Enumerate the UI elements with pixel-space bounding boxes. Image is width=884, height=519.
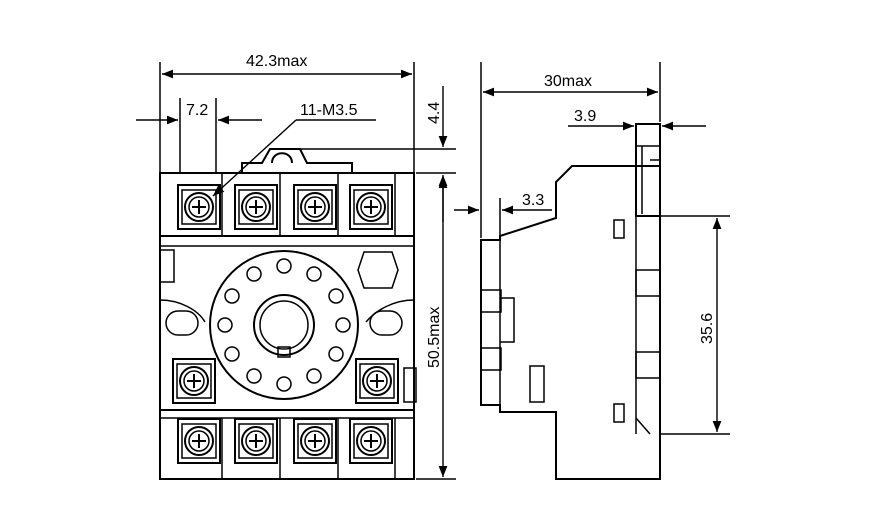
side-dimensions: 30max 3.9 3.3 35.6 <box>454 62 730 435</box>
front-view <box>159 148 417 480</box>
dim-front-width: 42.3max <box>246 53 307 70</box>
dim-terminal-pitch: 7.2 <box>186 102 208 119</box>
dim-rail-spacing: 35.6 <box>699 313 716 344</box>
dim-side-top: 3.9 <box>574 108 596 125</box>
dim-screw-callout: 11-M3.5 <box>300 102 358 119</box>
dim-top-clip: 4.4 <box>426 102 443 124</box>
front-dimensions: 42.3max 7.2 11-M3.5 4.4 50.5max <box>136 53 456 480</box>
dim-side-depth: 30max <box>544 73 592 90</box>
dim-height: 50.5max <box>426 307 443 368</box>
side-view <box>480 123 674 480</box>
dim-side-offset: 3.3 <box>522 192 544 209</box>
